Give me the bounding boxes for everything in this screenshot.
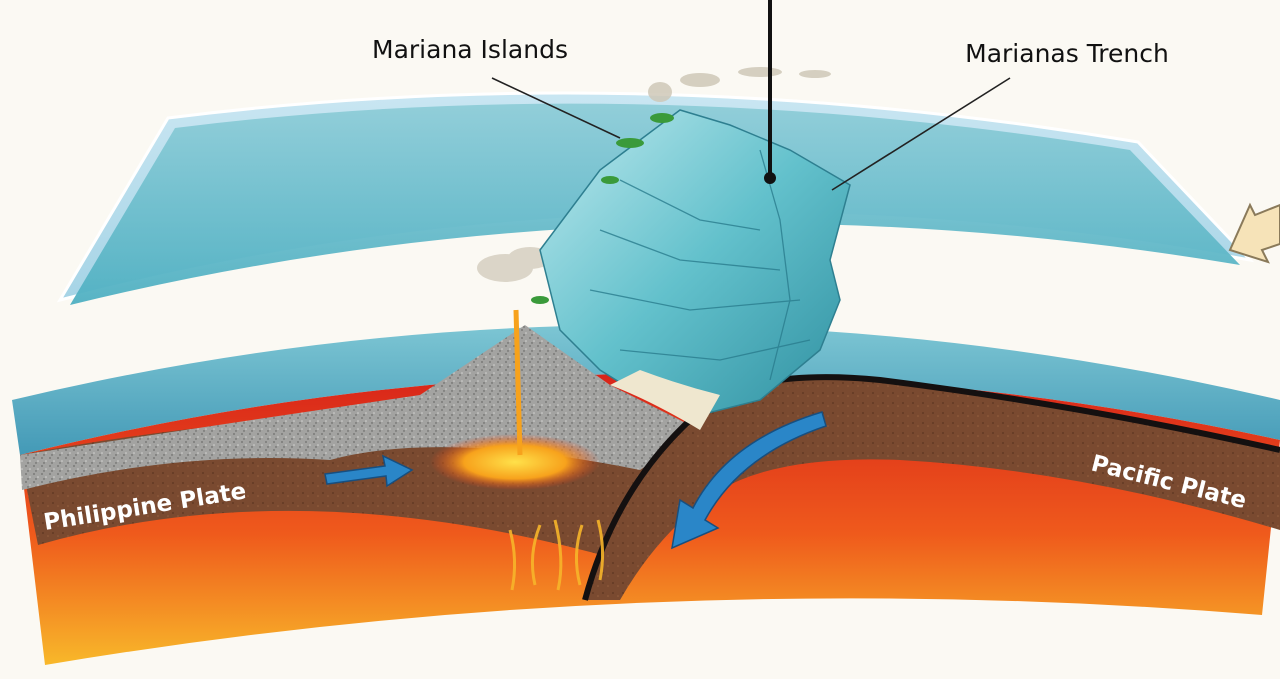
mariana-islands-label: Mariana Islands <box>372 35 568 64</box>
top-pointer-dot <box>764 172 776 184</box>
marianas-trench-label: Marianas Trench <box>965 39 1169 68</box>
magma-chamber <box>430 434 600 490</box>
